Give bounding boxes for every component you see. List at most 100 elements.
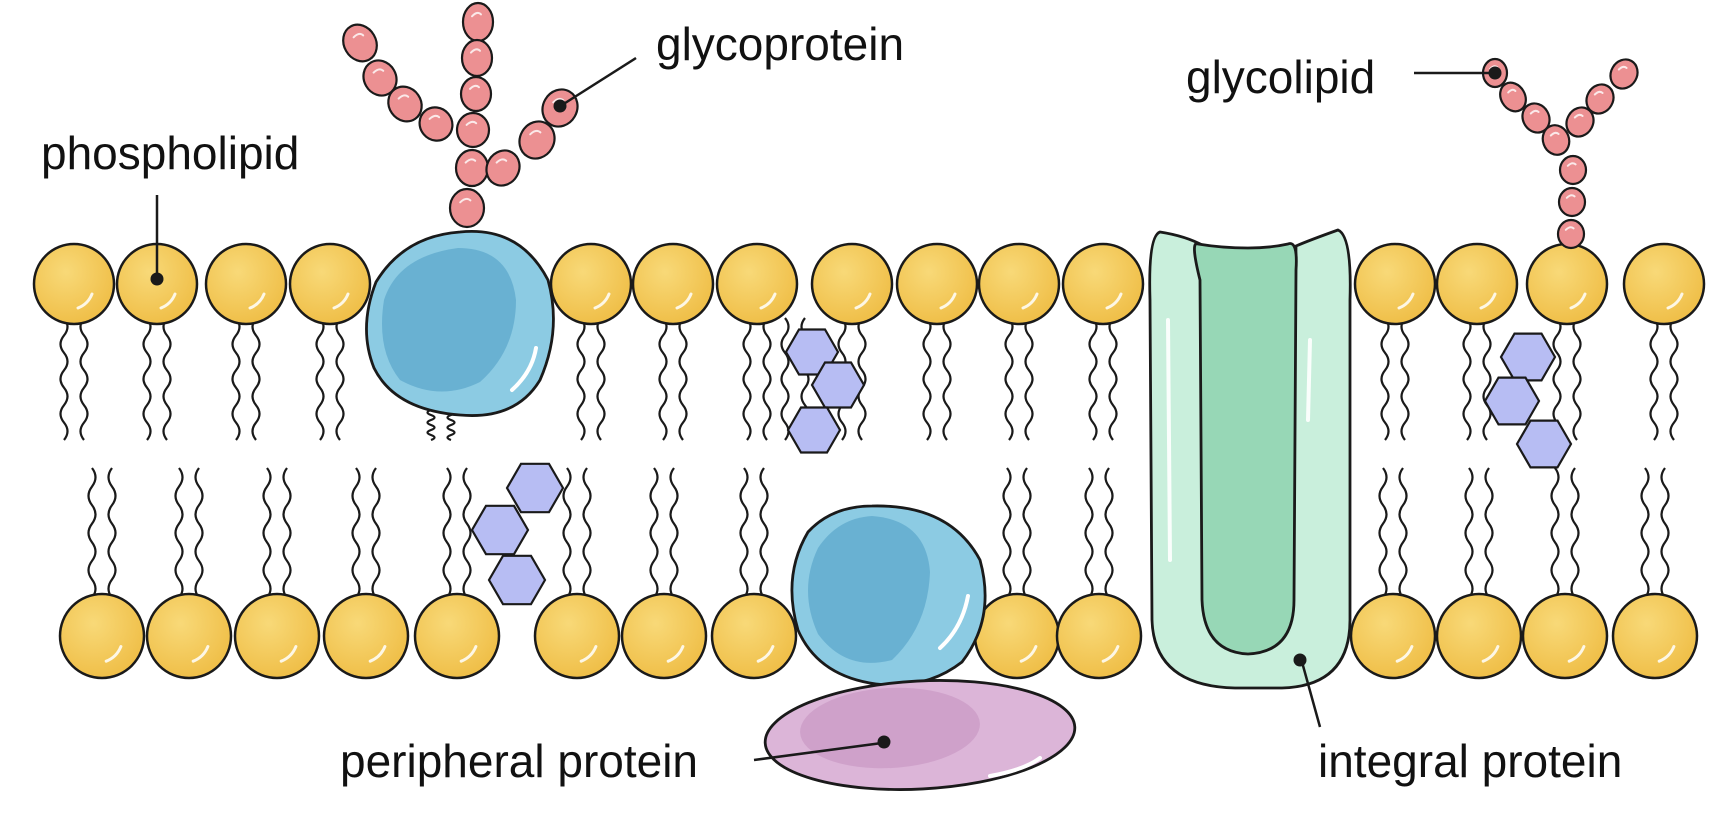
lipid-tail	[1400, 317, 1410, 441]
cholesterol-icon	[784, 328, 866, 454]
lipid-tail	[1464, 467, 1474, 599]
phospholipid-icon	[288, 242, 372, 326]
glycoprotein-icon	[365, 230, 555, 417]
phospholipid-icon	[1353, 242, 1437, 326]
sugar-bead	[1558, 154, 1588, 186]
lipid-tail	[174, 467, 184, 599]
lipid-tail	[1380, 317, 1390, 441]
lipid-tail	[1640, 467, 1650, 599]
peripheral-protein-label: peripheral protein	[340, 735, 699, 787]
glycoprotein-pointer	[561, 56, 637, 107]
cholesterol-icon	[470, 462, 565, 606]
sugar-bead	[459, 75, 493, 113]
lipid-tail	[1022, 467, 1032, 599]
lipid-tail	[79, 317, 89, 441]
cholesterol-ring	[1499, 332, 1557, 382]
lipid-tail	[59, 317, 69, 441]
cholesterol-ring	[487, 554, 547, 606]
membrane-proteins	[365, 228, 1352, 791]
lipid-tail	[1572, 317, 1582, 441]
cholesterol-ring	[810, 361, 866, 409]
phospholipid-icon	[1055, 592, 1143, 680]
lipid-tail	[1002, 467, 1012, 599]
glycoprotein-chain	[342, 1, 579, 229]
lipid-tail	[596, 317, 606, 441]
lipid-tail	[582, 467, 592, 599]
sugar-bead	[1556, 218, 1586, 250]
sugar-bead	[387, 85, 423, 123]
cholesterol-molecules	[470, 328, 1573, 606]
glycoprotein-label: glycoprotein	[656, 18, 905, 70]
lipid-tail	[576, 317, 586, 441]
label-pointers	[150, 56, 1502, 762]
lipid-tail	[462, 467, 472, 599]
lipid-tail	[1484, 467, 1494, 599]
integral-protein-pointer	[1300, 661, 1322, 728]
phospholipid-icon	[1349, 592, 1437, 680]
cholesterol-ring	[786, 406, 842, 454]
phospholipid-label: phospholipid	[41, 127, 300, 179]
membrane-protein-icon	[790, 504, 987, 687]
lipid-tail	[1108, 317, 1118, 441]
phospholipid-icon	[620, 592, 708, 680]
lipid-tail	[282, 467, 292, 599]
phospholipid-icon	[1622, 242, 1706, 326]
lipid-tail	[1570, 467, 1580, 599]
lipid-tail	[857, 317, 867, 441]
phospholipid-icon	[1061, 242, 1145, 326]
lipid-tail	[194, 467, 204, 599]
lipid-tail	[742, 317, 752, 441]
lipid-tail	[315, 317, 325, 441]
lipid-tail	[1462, 317, 1472, 441]
phospholipid-icon	[1525, 242, 1609, 326]
lipid-tail	[759, 467, 769, 599]
pointer-dot	[150, 272, 164, 286]
pointer-dot	[553, 99, 567, 113]
lipid-tail	[351, 467, 361, 599]
lipid-tail	[649, 467, 659, 599]
cholesterol-icon	[1483, 332, 1573, 469]
phospholipid-icon	[973, 592, 1061, 680]
phospholipid-icon	[145, 592, 233, 680]
lipid-tail	[262, 467, 272, 599]
phospholipid-heads	[32, 242, 1706, 680]
lipid-tail	[1550, 467, 1560, 599]
sugar-bead	[1557, 186, 1587, 218]
lipid-tail	[335, 317, 345, 441]
lipid-tail	[1088, 317, 1098, 441]
lipid-tail	[669, 467, 679, 599]
lipid-tail	[87, 467, 97, 599]
pointer-dot	[877, 735, 891, 749]
lipid-tail	[1084, 467, 1094, 599]
cholesterol-ring	[1515, 419, 1573, 469]
lipid-tail	[678, 317, 688, 441]
cholesterol-ring	[470, 504, 530, 556]
lipid-tail	[1104, 467, 1114, 599]
lipid-tail	[162, 317, 172, 441]
lipid-tail	[922, 317, 932, 441]
sugar-bead	[455, 111, 491, 149]
phospholipid-icon	[413, 592, 501, 680]
integral-protein-icon	[1148, 228, 1352, 690]
sugar-bead	[1541, 124, 1571, 156]
lipid-tail	[780, 317, 790, 441]
sugar-bead	[1499, 81, 1527, 113]
lipid-tail	[442, 467, 452, 599]
phospholipid-icon	[58, 592, 146, 680]
cholesterol-ring	[505, 462, 565, 514]
phospholipid-icon	[810, 242, 894, 326]
glycolipid-label: glycolipid	[1186, 51, 1376, 103]
phospholipid-icon	[631, 242, 715, 326]
lipid-tail	[251, 317, 261, 441]
peripheral-protein-icon	[763, 679, 1077, 791]
phospholipid-icon	[895, 242, 979, 326]
lipid-tail	[1669, 317, 1679, 441]
sugar-bead	[518, 120, 556, 160]
phospholipid-icon	[1435, 242, 1519, 326]
sugar-bead	[461, 1, 495, 43]
carbohydrate-chains	[342, 1, 1639, 250]
sugar-bead	[460, 38, 494, 78]
peripheral-protein-pointer	[753, 741, 883, 762]
phospholipid-icon	[977, 242, 1061, 326]
sugar-bead	[1521, 102, 1551, 134]
